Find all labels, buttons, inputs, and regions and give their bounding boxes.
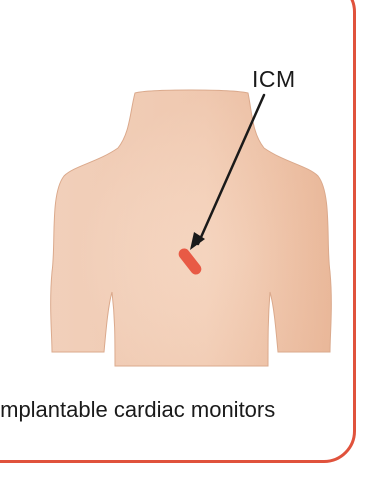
- torso-shading: [51, 90, 332, 366]
- figure-caption: Implantable cardiac monitors: [0, 397, 275, 423]
- device-label: ICM: [252, 66, 296, 93]
